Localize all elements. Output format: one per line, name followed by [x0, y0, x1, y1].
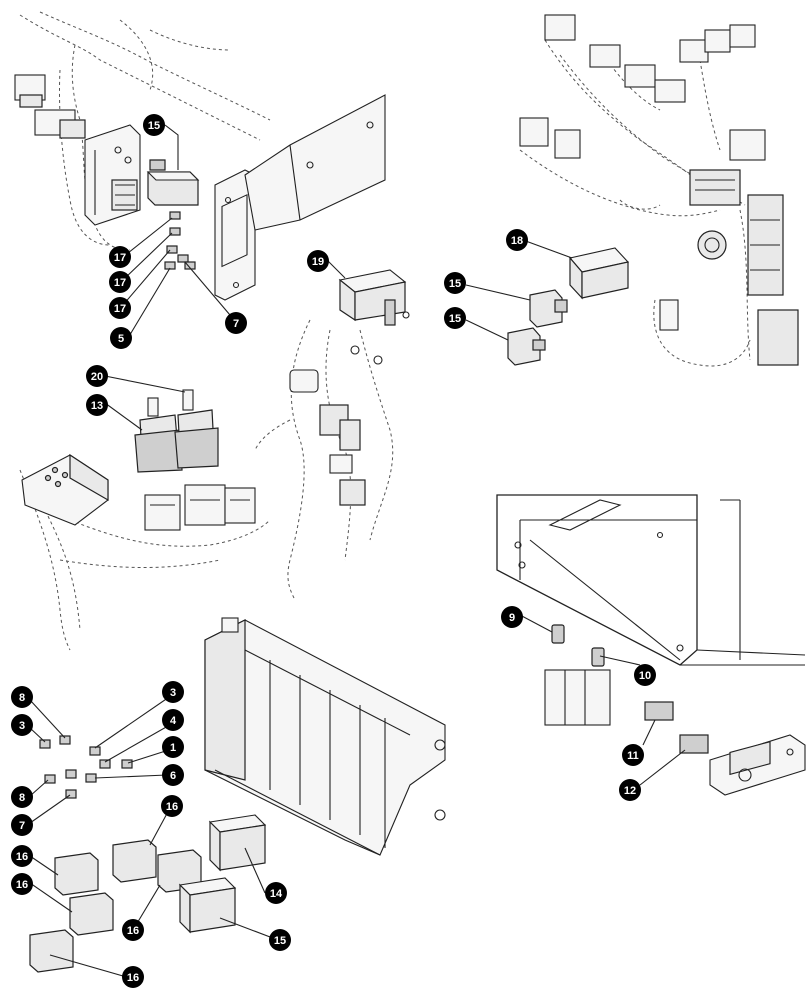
callout-16: 16 — [11, 873, 33, 895]
svg-text:16: 16 — [127, 925, 139, 937]
callout-5: 5 — [110, 327, 132, 349]
svg-text:7: 7 — [233, 318, 239, 330]
relay-19 — [338, 269, 410, 326]
svg-text:15: 15 — [449, 278, 461, 290]
callout-13: 13 — [86, 394, 108, 416]
callout-6: 6 — [162, 764, 184, 786]
cab-panel — [496, 494, 806, 666]
svg-text:17: 17 — [114, 252, 126, 264]
svg-text:18: 18 — [511, 235, 523, 247]
fuse-holders-9-10 — [544, 624, 611, 726]
callout-15: 15 — [143, 114, 165, 136]
top-right-connectors — [519, 14, 799, 366]
center-connectors — [289, 345, 383, 506]
svg-text:3: 3 — [19, 720, 25, 732]
svg-text:17: 17 — [114, 277, 126, 289]
relays-18-15-right — [507, 247, 630, 366]
svg-text:20: 20 — [91, 371, 103, 383]
svg-text:15: 15 — [148, 120, 160, 132]
svg-text:16: 16 — [16, 879, 28, 891]
svg-text:8: 8 — [19, 792, 25, 804]
callout-8: 8 — [11, 786, 33, 808]
callout-15: 15 — [444, 307, 466, 329]
rocker-socket — [709, 734, 806, 796]
callout-7: 7 — [225, 312, 247, 334]
callout-15: 15 — [269, 929, 291, 951]
svg-text:4: 4 — [170, 715, 177, 727]
relay-pair-13-20 — [134, 389, 219, 473]
top-left-harness — [19, 11, 271, 251]
callout-9: 9 — [501, 606, 523, 628]
callout-4: 4 — [162, 709, 184, 731]
mounting-bracket — [214, 94, 386, 301]
callout-17: 17 — [109, 271, 131, 293]
svg-text:6: 6 — [170, 770, 176, 782]
connectors-11-12 — [644, 701, 709, 754]
small-connector-top-left — [14, 74, 86, 139]
callout-7: 7 — [11, 814, 33, 836]
center-harness — [254, 319, 394, 601]
svg-text:11: 11 — [627, 750, 639, 762]
leader-lines — [29, 124, 686, 979]
mini-fuses-17 — [164, 211, 196, 270]
callout-11: 11 — [622, 744, 644, 766]
callout-12: 12 — [619, 779, 641, 801]
svg-text:1: 1 — [170, 742, 176, 754]
callout-1: 1 — [162, 736, 184, 758]
svg-text:10: 10 — [639, 670, 651, 682]
callout-16: 16 — [122, 966, 144, 988]
svg-text:8: 8 — [19, 692, 25, 704]
callout-17: 17 — [109, 297, 131, 319]
callout-15: 15 — [444, 272, 466, 294]
svg-text:13: 13 — [91, 400, 103, 412]
blade-fuses-group — [39, 735, 133, 799]
fuse-block-top-left — [84, 124, 141, 226]
callout-16: 16 — [122, 919, 144, 941]
relay-sockets-row — [144, 484, 256, 531]
svg-text:19: 19 — [312, 256, 324, 268]
svg-text:15: 15 — [449, 313, 461, 325]
svg-text:16: 16 — [166, 801, 178, 813]
svg-text:17: 17 — [114, 303, 126, 315]
svg-text:16: 16 — [127, 972, 139, 984]
svg-text:12: 12 — [624, 785, 636, 797]
relay-15-top-left — [146, 159, 200, 206]
svg-text:5: 5 — [118, 333, 124, 345]
svg-text:7: 7 — [19, 820, 25, 832]
callout-14: 14 — [265, 882, 287, 904]
callout-10: 10 — [634, 664, 656, 686]
callout-19: 19 — [307, 250, 329, 272]
callout-16: 16 — [161, 795, 183, 817]
callout-18: 18 — [506, 229, 528, 251]
relays-14-15-16-bottom — [29, 814, 267, 973]
svg-text:3: 3 — [170, 687, 176, 699]
relay-carrier-frame — [204, 617, 446, 856]
svg-text:9: 9 — [509, 612, 515, 624]
callout-3: 3 — [11, 714, 33, 736]
svg-text:14: 14 — [270, 888, 283, 900]
dash-connector-left — [21, 453, 109, 526]
svg-text:16: 16 — [16, 851, 28, 863]
callout-16: 16 — [11, 845, 33, 867]
callout-17: 17 — [109, 246, 131, 268]
callout-3: 3 — [162, 681, 184, 703]
callout-8: 8 — [11, 686, 33, 708]
callout-20: 20 — [86, 365, 108, 387]
svg-text:15: 15 — [274, 935, 286, 947]
